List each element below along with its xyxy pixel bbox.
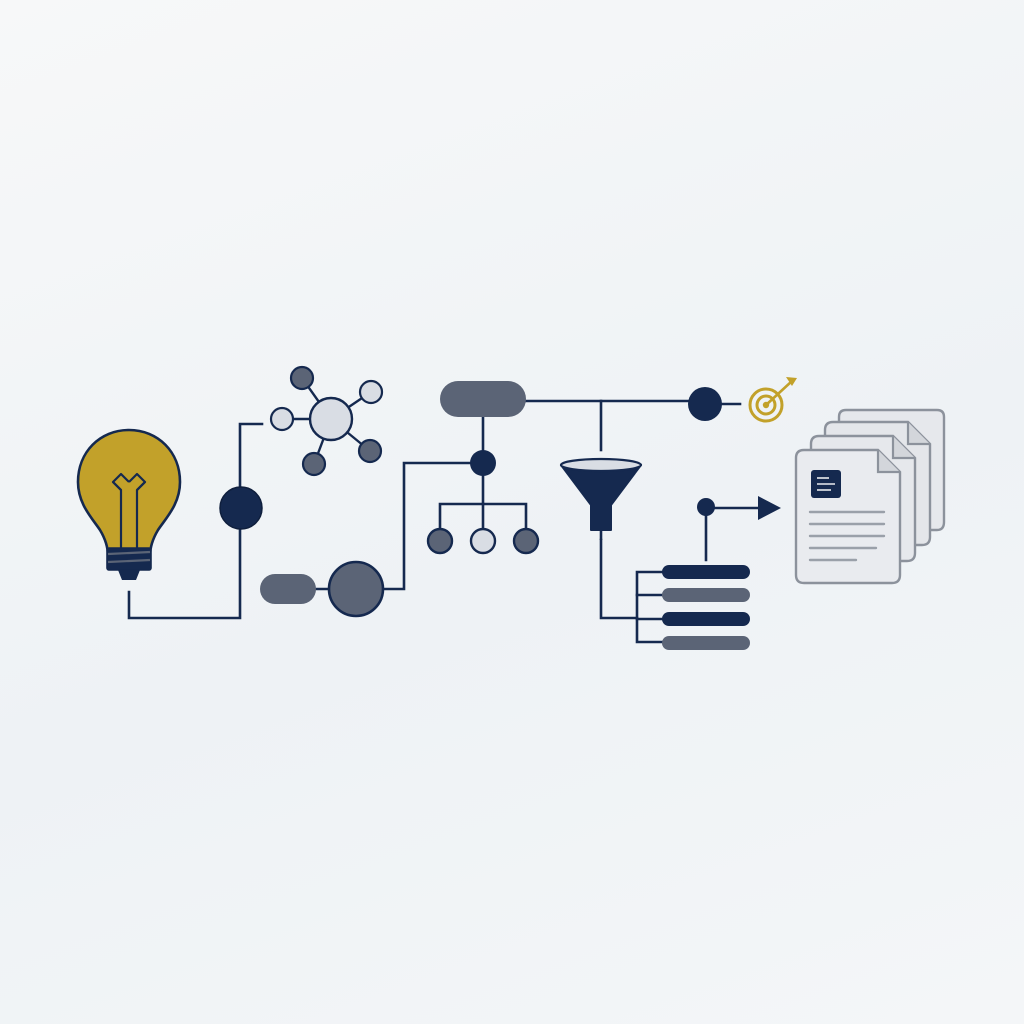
goal-node — [688, 387, 722, 421]
junction-node-1 — [219, 486, 263, 530]
input-pill-node — [260, 574, 316, 604]
funnel-icon — [559, 457, 643, 540]
document-sheet-front — [794, 448, 902, 585]
connector-funnel-to-bars — [599, 538, 639, 620]
connector-bars-to-arrow — [704, 506, 762, 562]
connector-circle-to-hierarchy — [382, 461, 472, 591]
hierarchy-icon — [426, 450, 540, 555]
top-pill-node — [440, 381, 526, 417]
documents-icon — [794, 408, 946, 585]
bars-bracket — [635, 570, 666, 644]
network-hub-icon — [269, 365, 384, 477]
connector-bulb-to-node — [127, 422, 264, 620]
arrow-right-icon — [697, 496, 781, 520]
lightbulb-icon — [76, 428, 182, 580]
input-circle-node — [327, 560, 385, 618]
connector-lines — [127, 399, 762, 644]
stacked-bars-icon — [662, 565, 750, 650]
target-icon — [748, 377, 797, 423]
